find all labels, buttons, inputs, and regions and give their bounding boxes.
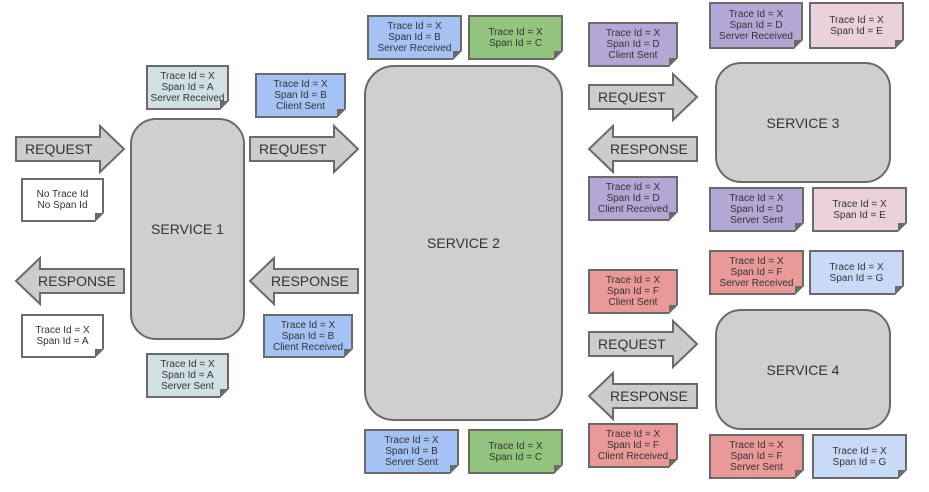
service-1-label: SERVICE 1 [151,221,224,237]
response-label: RESPONSE [271,273,349,289]
request-arrow-client-to-s1: REQUEST [15,123,126,175]
arrow-right-icon [588,318,699,370]
note-s2-client-sent-d: Trace Id = X Span Id = D Client Sent [588,22,678,67]
note-s2-server-received: Trace Id = X Span Id = B Server Received [367,15,462,60]
request-arrow-s1-to-s2: REQUEST [249,123,360,175]
request-arrow-s2-to-s4: REQUEST [588,318,699,370]
note-s2-span-c-top: Trace Id = X Span Id = C [468,15,563,60]
service-3-label: SERVICE 3 [766,114,840,131]
note-s3-server-sent: Trace Id = X Span Id = D Server Sent [709,187,804,232]
note-s2-client-sent-f: Trace Id = X Span Id = F Client Sent [588,269,678,314]
arrow-right-icon [588,71,699,123]
note-s1-server-sent: Trace Id = X Span Id = A Server Sent [146,353,229,398]
response-arrow-s3-to-s2: RESPONSE [587,123,698,175]
note-s2-server-sent: Trace Id = X Span Id = B Server Sent [364,429,459,474]
note-client-request: No Trace Id No Span Id [21,178,104,222]
arrow-left-icon [14,255,125,307]
request-label: REQUEST [259,141,327,157]
response-label: RESPONSE [610,388,688,404]
response-label: RESPONSE [610,141,688,157]
service-3-box: SERVICE 3 [715,62,891,183]
note-s2-span-c-bottom: Trace Id = X Span Id = C [468,429,563,474]
arrow-right-icon [15,123,126,175]
response-arrow-s4-to-s2: RESPONSE [587,370,698,422]
response-arrow-s1-to-client: RESPONSE [14,255,125,307]
note-s3-span-e-bottom: Trace Id = X Span Id = E [812,187,907,232]
request-label: REQUEST [598,89,666,105]
arrow-left-icon [587,370,698,422]
note-s4-span-g-top: Trace Id = X Span Id = G [809,250,904,295]
note-s3-span-e-top: Trace Id = X Span Id = E [809,2,904,49]
note-client-response: Trace Id = X Span Id = A [21,314,104,358]
service-2-label: SERVICE 2 [427,235,500,251]
note-s4-server-received: Trace Id = X Span Id = F Server Received [709,250,804,295]
note-s2-client-received-f: Trace Id = X Span Id = F Client Received [588,423,678,468]
note-s1-client-received: Trace Id = X Span Id = B Client Received [263,314,353,358]
request-label: REQUEST [598,336,666,352]
arrow-left-icon [248,255,359,307]
arrow-left-icon [587,123,698,175]
service-2-box: SERVICE 2 [364,65,563,421]
note-s4-span-g-bottom: Trace Id = X Span Id = G [812,434,907,479]
response-arrow-s2-to-s1: RESPONSE [248,255,359,307]
note-s2-client-received-d: Trace Id = X Span Id = D Client Received [588,176,678,221]
arrow-right-icon [249,123,360,175]
request-label: REQUEST [25,141,93,157]
note-s4-server-sent: Trace Id = X Span Id = F Server Sent [709,434,804,479]
response-label: RESPONSE [38,273,116,289]
note-s1-server-received: Trace Id = X Span Id = A Server Received [146,65,229,110]
service-1-box: SERVICE 1 [130,118,245,340]
request-arrow-s2-to-s3: REQUEST [588,71,699,123]
note-s1-client-sent: Trace Id = X Span Id = B Client Sent [255,73,346,118]
service-4-box: SERVICE 4 [715,309,891,430]
service-4-label: SERVICE 4 [766,361,840,378]
note-s3-server-received: Trace Id = X Span Id = D Server Received [709,2,803,49]
